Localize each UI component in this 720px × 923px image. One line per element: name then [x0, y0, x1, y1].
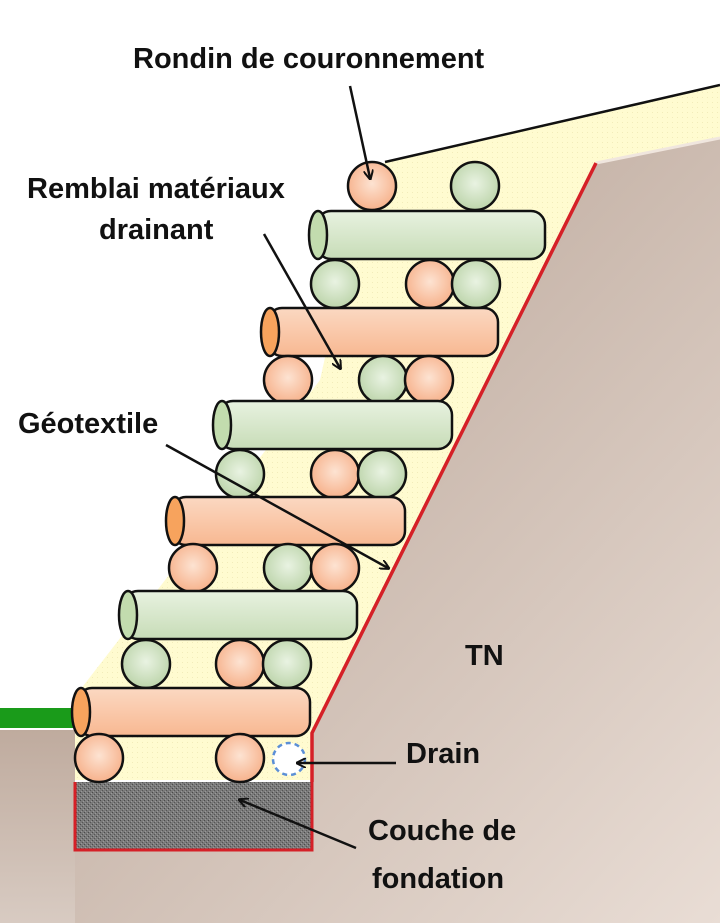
round — [357, 354, 409, 406]
label-remblai-line1: Remblai matériaux — [27, 173, 285, 205]
round — [73, 732, 125, 784]
log-orange — [266, 306, 500, 358]
label-geotextile: Géotextile — [18, 408, 159, 440]
round — [120, 638, 172, 690]
label-remblai-line2: drainant — [99, 214, 214, 246]
foundation-layer — [75, 782, 312, 850]
round — [214, 448, 266, 500]
log-end — [70, 686, 92, 738]
log-orange — [76, 686, 312, 738]
remblai-arrow — [262, 233, 340, 368]
label-tn: TN — [465, 640, 504, 672]
rondin-arrow — [348, 85, 370, 178]
round — [262, 542, 314, 594]
round — [262, 354, 314, 406]
log-end — [164, 495, 186, 547]
round — [309, 258, 361, 310]
round — [261, 638, 313, 690]
label-rondin: Rondin de couronnement — [133, 43, 485, 75]
round — [346, 160, 398, 212]
foundation-outline — [73, 782, 314, 852]
geotextile-line — [310, 162, 598, 782]
round — [309, 542, 361, 594]
natural-ground-slope — [0, 138, 720, 923]
label-drain: Drain — [406, 738, 481, 770]
log-green — [122, 589, 359, 641]
drain-pipe — [271, 741, 307, 777]
round — [214, 638, 266, 690]
log-end — [259, 306, 281, 358]
round — [449, 160, 501, 212]
geotextile-arrow — [165, 443, 388, 568]
log-green — [315, 209, 547, 261]
label-couche-line1: Couche de — [368, 815, 517, 847]
round — [309, 448, 361, 500]
round — [214, 732, 266, 784]
slope-top-edge — [595, 136, 720, 165]
round — [403, 354, 455, 406]
log-orange — [170, 495, 407, 547]
couche-arrow — [240, 800, 357, 850]
grass-strip — [0, 708, 76, 728]
label-couche-line2: fondation — [372, 863, 505, 895]
round — [450, 258, 502, 310]
log-end — [307, 209, 329, 261]
log-end — [211, 399, 233, 451]
natural-ground-left — [0, 730, 75, 923]
round — [167, 542, 219, 594]
round — [356, 448, 408, 500]
log-end — [117, 589, 139, 641]
round — [404, 258, 456, 310]
fill-top-edge — [384, 83, 720, 164]
log-green — [217, 399, 454, 451]
